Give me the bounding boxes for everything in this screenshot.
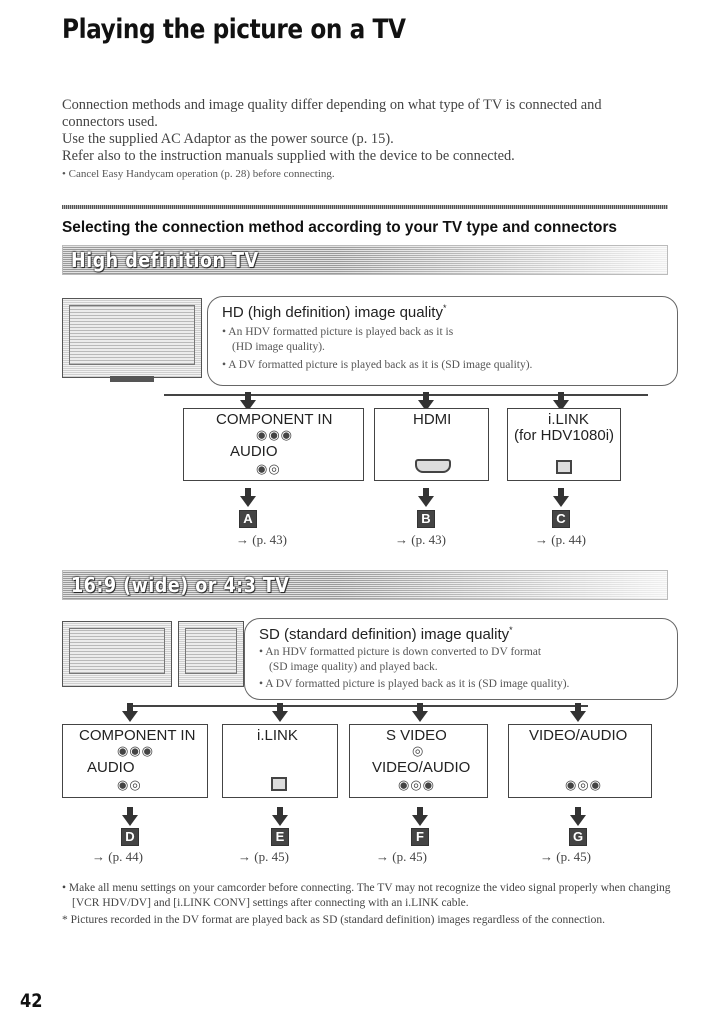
arrow-down-icon xyxy=(412,703,428,722)
section-heading: Selecting the connection method accordin… xyxy=(62,219,617,236)
connection-letter-d: D xyxy=(121,828,139,846)
hd-bubble-title: HD (high definition) image quality* xyxy=(222,303,447,321)
jack-icon: ◎ xyxy=(412,743,425,758)
page-number: 42 xyxy=(20,990,43,1012)
connector-label: i.LINK xyxy=(257,727,298,744)
connector-label: (for HDV1080i) xyxy=(514,427,615,444)
sd-bubble-title: SD (standard definition) image quality* xyxy=(259,625,513,643)
jack-icon: ◉◎◉ xyxy=(565,777,603,792)
hd-connector-line xyxy=(164,394,648,396)
hd-tv-icon xyxy=(62,298,202,378)
page-ref: → (p. 45) xyxy=(540,849,591,864)
footnotes: • Make all menu settings on your camcord… xyxy=(62,881,682,930)
connection-letter-b: B xyxy=(417,510,435,528)
sd-video-audio-box: VIDEO/AUDIO ◉◎◉ xyxy=(508,724,652,798)
page-ref: → (p. 43) xyxy=(236,532,287,547)
sd-band: 16:9 (wide) or 4:3 TV xyxy=(62,570,668,600)
connector-label: HDMI xyxy=(413,411,452,428)
page-ref: → (p. 44) xyxy=(535,532,586,547)
sd-bubble-line: (SD image quality) and played back. xyxy=(269,661,438,673)
connection-letter-e: E xyxy=(271,828,289,846)
sd-quality-bubble: SD (standard definition) image quality* … xyxy=(244,618,678,700)
connector-label: COMPONENT IN xyxy=(216,411,333,428)
intro-line: Refer also to the instruction manuals su… xyxy=(62,148,515,164)
sd-component-box: COMPONENT IN ◉◉◉ AUDIO ◉◎ xyxy=(62,724,208,798)
intro-text: Connection methods and image quality dif… xyxy=(62,97,702,183)
hd-bubble-line: • An HDV formatted picture is played bac… xyxy=(222,326,454,338)
arrow-down-icon xyxy=(240,392,256,411)
hd-bubble-line: (HD image quality). xyxy=(232,341,325,353)
hd-hdmi-box: HDMI xyxy=(374,408,489,481)
jack-icon: ◉◉◉ xyxy=(256,427,294,442)
connection-letter-c: C xyxy=(552,510,570,528)
arrow-down-icon xyxy=(418,392,434,411)
connector-label: S VIDEO xyxy=(386,727,447,744)
intro-line: Use the supplied AC Adaptor as the power… xyxy=(62,131,394,147)
intro-line: connectors used. xyxy=(62,114,158,130)
arrow-down-icon xyxy=(122,703,138,722)
intro-bullet: • Cancel Easy Handycam operation (p. 28)… xyxy=(62,168,335,180)
arrow-down-icon xyxy=(570,807,586,826)
page-ref: → (p. 43) xyxy=(395,532,446,547)
arrow-down-icon xyxy=(412,807,428,826)
connector-label: VIDEO/AUDIO xyxy=(372,759,471,776)
connector-label: AUDIO xyxy=(87,759,135,776)
intro-line: Connection methods and image quality dif… xyxy=(62,97,602,113)
jack-icon: ◉◉◉ xyxy=(117,743,155,758)
arrow-down-icon xyxy=(570,703,586,722)
hd-bubble-line: • A DV formatted picture is played back … xyxy=(222,359,533,371)
jack-icon: ◉◎ xyxy=(117,777,142,792)
ilink-port-icon xyxy=(271,777,287,791)
tv-stand xyxy=(110,376,154,382)
page-ref: → (p. 44) xyxy=(92,849,143,864)
hd-component-box: COMPONENT IN ◉◉◉ AUDIO ◉◎ xyxy=(183,408,364,481)
tv-screen xyxy=(185,628,237,674)
arrow-down-icon xyxy=(122,807,138,826)
sd-band-title: 16:9 (wide) or 4:3 TV xyxy=(71,573,290,597)
arrow-down-icon xyxy=(272,807,288,826)
page-title: Playing the picture on a TV xyxy=(62,14,406,45)
hd-quality-bubble: HD (high definition) image quality* • An… xyxy=(207,296,678,386)
arrow-down-icon xyxy=(240,488,256,507)
ilink-port-icon xyxy=(556,460,572,474)
connector-label: AUDIO xyxy=(230,443,278,460)
connector-label: COMPONENT IN xyxy=(79,727,196,744)
arrow-down-icon xyxy=(272,703,288,722)
sd-connector-line xyxy=(130,705,588,707)
page-ref: → (p. 45) xyxy=(238,849,289,864)
sd-wide-tv-icon xyxy=(62,621,172,687)
sd-bubble-line: • An HDV formatted picture is down conve… xyxy=(259,646,542,658)
jack-icon: ◉◎◉ xyxy=(398,777,436,792)
connection-letter-a: A xyxy=(239,510,257,528)
note-item: * Pictures recorded in the DV format are… xyxy=(62,914,605,926)
connection-letter-g: G xyxy=(569,828,587,846)
hd-band: High definition TV xyxy=(62,245,668,275)
arrow-down-icon xyxy=(553,392,569,411)
arrow-down-icon xyxy=(553,488,569,507)
connector-label: i.LINK xyxy=(548,411,589,428)
jack-icon: ◉◎ xyxy=(256,461,281,476)
hdmi-port-icon xyxy=(415,459,451,473)
connection-letter-f: F xyxy=(411,828,429,846)
tv-screen xyxy=(69,628,165,674)
sd-bubble-line: • A DV formatted picture is played back … xyxy=(259,678,570,690)
connector-label: VIDEO/AUDIO xyxy=(529,727,628,744)
arrow-down-icon xyxy=(418,488,434,507)
page-ref: → (p. 45) xyxy=(376,849,427,864)
divider xyxy=(62,205,668,209)
sd-standard-tv-icon xyxy=(178,621,244,687)
hd-band-title: High definition TV xyxy=(71,248,259,272)
tv-screen xyxy=(69,305,195,365)
sd-ilink-box: i.LINK xyxy=(222,724,338,798)
sd-svideo-box: S VIDEO ◎ VIDEO/AUDIO ◉◎◉ xyxy=(349,724,488,798)
note-item: • Make all menu settings on your camcord… xyxy=(62,882,671,909)
hd-ilink-box: i.LINK (for HDV1080i) xyxy=(507,408,621,481)
